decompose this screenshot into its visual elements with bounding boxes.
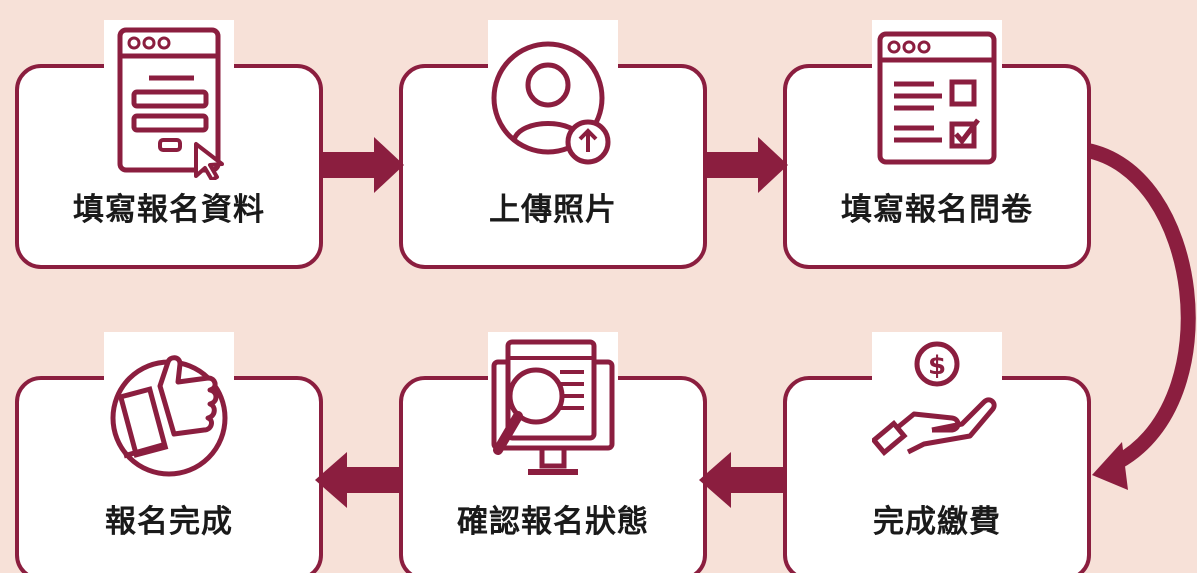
step-label: 填寫報名資料 (73, 192, 265, 228)
thumbs-up-icon (104, 332, 234, 492)
arrow-left-1 (699, 452, 785, 508)
hand-coin-payment-icon: $ (872, 332, 1002, 492)
step-label: 上傳照片 (489, 192, 617, 228)
questionnaire-checklist-icon (872, 20, 1002, 180)
user-upload-icon (488, 20, 618, 180)
step-card-fill-questionnaire: 填寫報名問卷 (783, 20, 1091, 269)
form-cursor-icon (104, 20, 234, 180)
step-label: 完成繳費 (873, 504, 1001, 540)
step-label: 確認報名狀態 (457, 504, 649, 540)
arrow-right-2 (704, 137, 788, 193)
step-card-upload-photo: 上傳照片 (399, 20, 707, 269)
svg-text:$: $ (928, 351, 946, 381)
step-card-confirm-status: 確認報名狀態 (399, 332, 707, 573)
magnifier-monitor-icon (488, 332, 618, 492)
step-card-fill-registration-data: 填寫報名資料 (15, 20, 323, 269)
arrow-left-2 (315, 452, 401, 508)
arrow-right-1 (320, 137, 404, 193)
step-card-registration-complete: 報名完成 (15, 332, 323, 573)
step-label: 填寫報名問卷 (841, 192, 1033, 228)
step-label: 報名完成 (105, 504, 233, 540)
step-card-complete-payment: $ 完成繳費 (783, 332, 1091, 573)
